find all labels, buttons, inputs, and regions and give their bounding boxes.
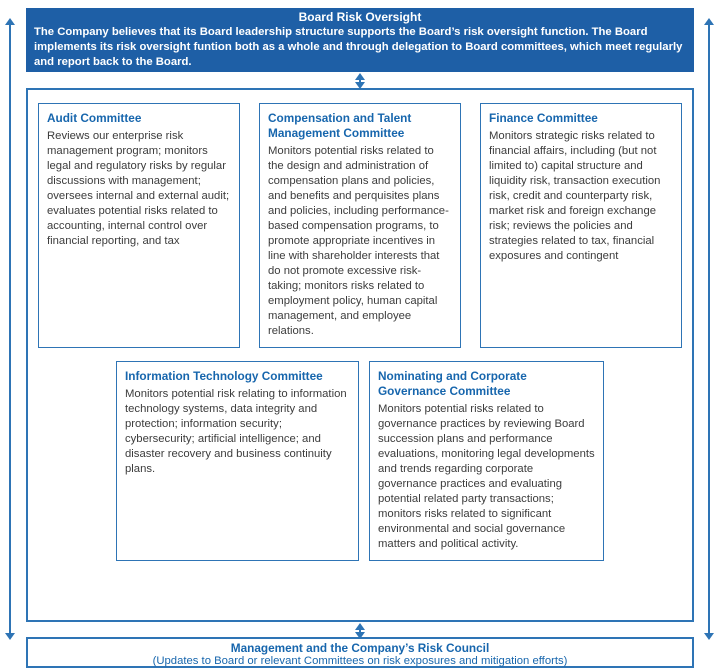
audit-committee-box: Audit Committee Reviews our enterprise r…: [38, 103, 240, 348]
bidirectional-arrow-right: [708, 25, 710, 633]
nominating-governance-committee-box: Nominating and Corporate Governance Comm…: [369, 361, 604, 561]
compensation-talent-committee-box: Compensation and Talent Management Commi…: [259, 103, 461, 348]
information-technology-committee-body: Monitors potential risk relating to info…: [125, 388, 347, 475]
board-risk-oversight-banner: Board Risk Oversight The Company believe…: [26, 8, 694, 72]
bidirectional-arrow-bottom-center: [359, 630, 361, 632]
finance-committee-title: Finance Committee: [489, 111, 598, 125]
compensation-talent-committee-title: Compensation and Talent Management Commi…: [268, 111, 412, 140]
nominating-governance-committee-body: Monitors potential risks related to gove…: [378, 403, 595, 550]
banner-title: Board Risk Oversight: [298, 10, 422, 24]
risk-council-title: Management and the Company’s Risk Counci…: [230, 641, 490, 655]
finance-committee-body: Monitors strategic risks related to fina…: [489, 130, 661, 262]
information-technology-committee-title: Information Technology Committee: [125, 369, 323, 383]
compensation-talent-committee-body: Monitors potential risks related to the …: [268, 145, 449, 337]
risk-council-banner: Management and the Company’s Risk Counci…: [26, 637, 694, 668]
bidirectional-arrow-left: [9, 25, 11, 633]
bidirectional-arrow-top-center: [359, 80, 361, 82]
committees-container: Audit Committee Reviews our enterprise r…: [26, 88, 694, 622]
audit-committee-body: Reviews our enterprise risk management p…: [47, 130, 230, 247]
nominating-governance-committee-title: Nominating and Corporate Governance Comm…: [378, 369, 527, 398]
committee-row-2: Information Technology Committee Monitor…: [28, 361, 692, 561]
risk-council-subtitle: (Updates to Board or relevant Committees…: [152, 655, 568, 667]
banner-body-text: The Company believes that its Board lead…: [34, 26, 683, 68]
finance-committee-box: Finance Committee Monitors strategic ris…: [480, 103, 682, 348]
audit-committee-title: Audit Committee: [47, 111, 142, 125]
committee-row-1: Audit Committee Reviews our enterprise r…: [38, 103, 682, 348]
information-technology-committee-box: Information Technology Committee Monitor…: [116, 361, 359, 561]
